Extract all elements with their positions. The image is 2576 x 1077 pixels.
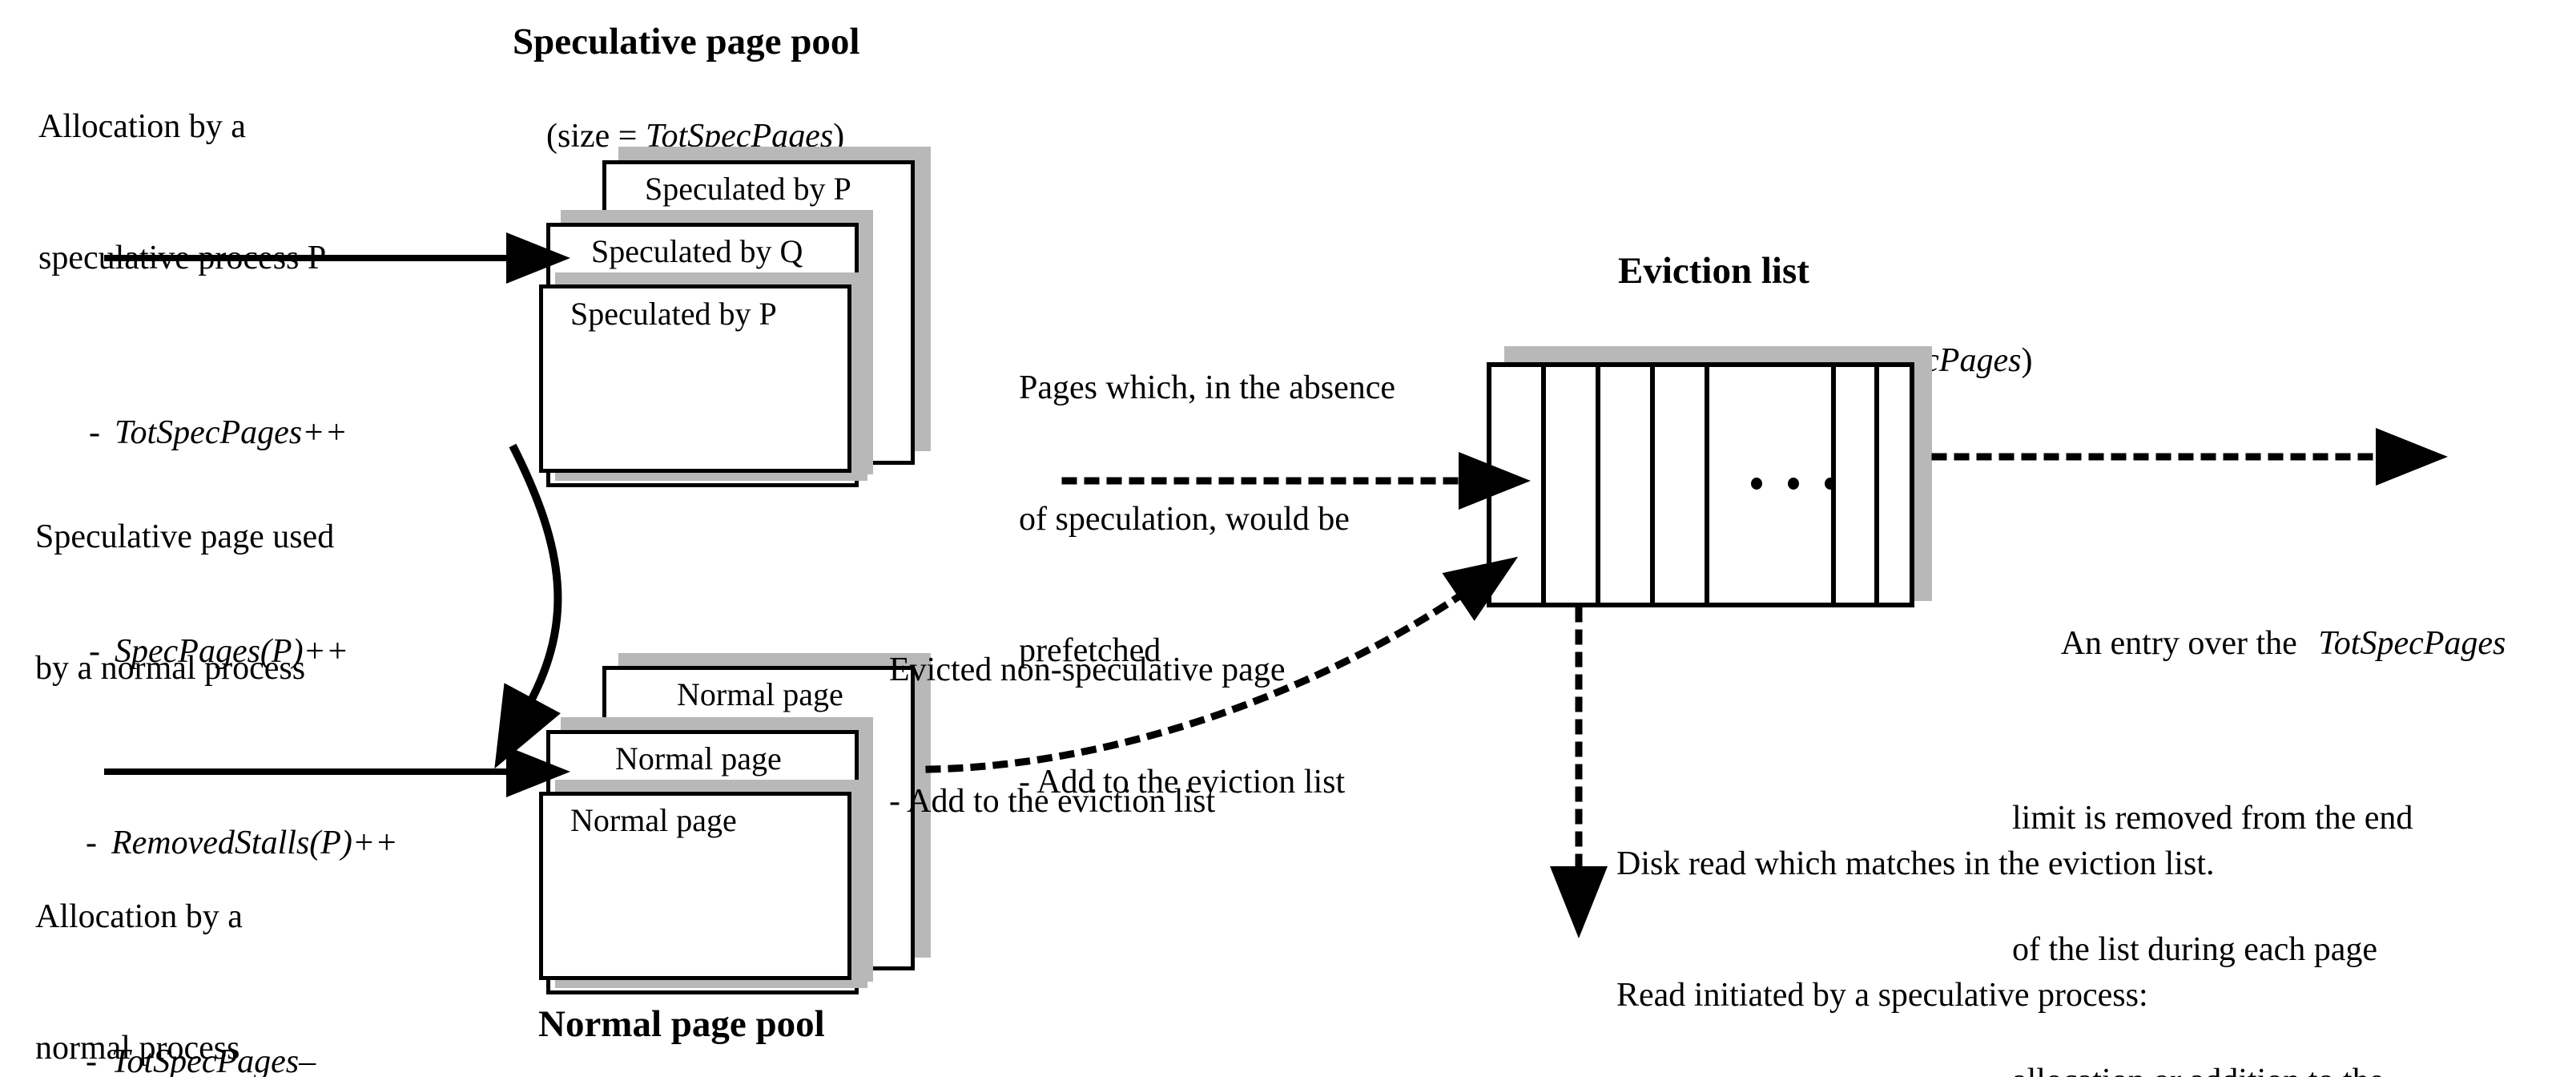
spec-used-bullet2-code: TotSpecPages– — [111, 1043, 316, 1077]
eviction-cell-divider-6 — [1874, 362, 1879, 607]
normal-card-label-front: Normal page — [570, 802, 737, 838]
spec-card-label-front: Speculated by P — [570, 296, 777, 332]
spec-card-front — [539, 284, 851, 473]
annotation-spec-page-used: Speculative page used by a normal proces… — [35, 428, 398, 1077]
over-limit-line1-var: TotSpecPages — [2318, 624, 2506, 662]
eviction-list-box — [1487, 362, 1914, 607]
spec-card-label-middle: Speculated by Q — [591, 233, 803, 269]
spec-used-line2: by a normal process — [35, 649, 306, 687]
annotation-alloc-normal: Allocation by a normal process — [35, 808, 243, 1077]
alloc-spec-bullet1: -TotSpecPages++ — [38, 368, 348, 499]
normal-card-label-back: Normal page — [677, 676, 843, 712]
over-limit-line4: allocation or addition to the — [2012, 1059, 2506, 1077]
over-limit-line1: An entry over the TotSpecPages — [2012, 578, 2506, 709]
speculative-pool-title: Speculative page pool — [513, 21, 860, 63]
annotation-over-limit: An entry over the TotSpecPages limit is … — [2012, 490, 2506, 1077]
alloc-spec-line2: speculative process P — [38, 239, 327, 276]
normal-card-label-middle: Normal page — [615, 740, 782, 776]
disk-read-line2: Read initiated by a speculative process: — [1616, 976, 2148, 1014]
disk-read-line1: Disk read which matches in the eviction … — [1616, 845, 2215, 883]
alloc-spec-bullet2-code: SpecPages(P)++ — [115, 633, 349, 671]
alloc-normal-line1: Allocation by a — [35, 898, 243, 936]
evicted-bullet1: - Add to the eviction list — [889, 782, 1216, 820]
over-limit-line3: of the list during each page — [2012, 930, 2378, 968]
evicted-line1: Evicted non-speculative page — [889, 651, 1286, 689]
alloc-normal-line2: normal process — [35, 1029, 240, 1067]
eviction-ellipsis-dot-3 — [1825, 478, 1836, 490]
spec-used-bullet1-dash: - — [86, 825, 97, 862]
eviction-ellipsis-dot-2 — [1788, 478, 1799, 490]
eviction-ellipsis-dot-1 — [1751, 478, 1762, 490]
prefetched-line1: Pages which, in the absence — [1019, 369, 1396, 407]
annotation-disk-read: Disk read which matches in the eviction … — [1616, 755, 2214, 1077]
spec-used-bullet1-code: RemovedStalls(P)++ — [111, 825, 398, 862]
spec-subtitle-suffix: ) — [833, 117, 845, 155]
over-limit-line1-prefix: An entry over the — [2060, 624, 2306, 662]
spec-used-bullet2-dash: - — [86, 1043, 97, 1077]
alloc-spec-line1: Allocation by a — [38, 108, 246, 146]
spec-subtitle-prefix: (size = — [546, 117, 646, 155]
normal-pool-title: Normal page pool — [538, 1003, 825, 1045]
prefetched-line2: of speculation, would be — [1019, 500, 1350, 538]
eviction-list-title: Eviction list — [1618, 250, 1809, 292]
eviction-cell-divider-4 — [1705, 362, 1709, 607]
over-limit-line2: limit is removed from the end — [2012, 800, 2413, 837]
alloc-spec-bullet1-code: TotSpecPages++ — [115, 414, 348, 452]
spec-card-label-back: Speculated by P — [645, 171, 851, 207]
eviction-subtitle-suffix: ) — [2021, 341, 2033, 379]
spec-used-bullet2: -TotSpecPages– — [35, 997, 398, 1077]
normal-card-front — [539, 792, 851, 980]
spec-used-line1: Speculative page used — [35, 518, 335, 556]
eviction-cell-divider-2 — [1596, 362, 1600, 607]
spec-used-bullet1: -RemovedStalls(P)++ — [35, 778, 398, 910]
alloc-spec-bullet1-dash: - — [89, 414, 100, 452]
annotation-evicted-nonspec: Evicted non-speculative page - Add to th… — [889, 561, 1285, 911]
eviction-cell-divider-1 — [1541, 362, 1546, 607]
alloc-spec-bullet2: -SpecPages(P)++ — [38, 587, 348, 718]
eviction-cell-divider-3 — [1650, 362, 1655, 607]
alloc-spec-bullet2-dash: - — [89, 633, 100, 671]
